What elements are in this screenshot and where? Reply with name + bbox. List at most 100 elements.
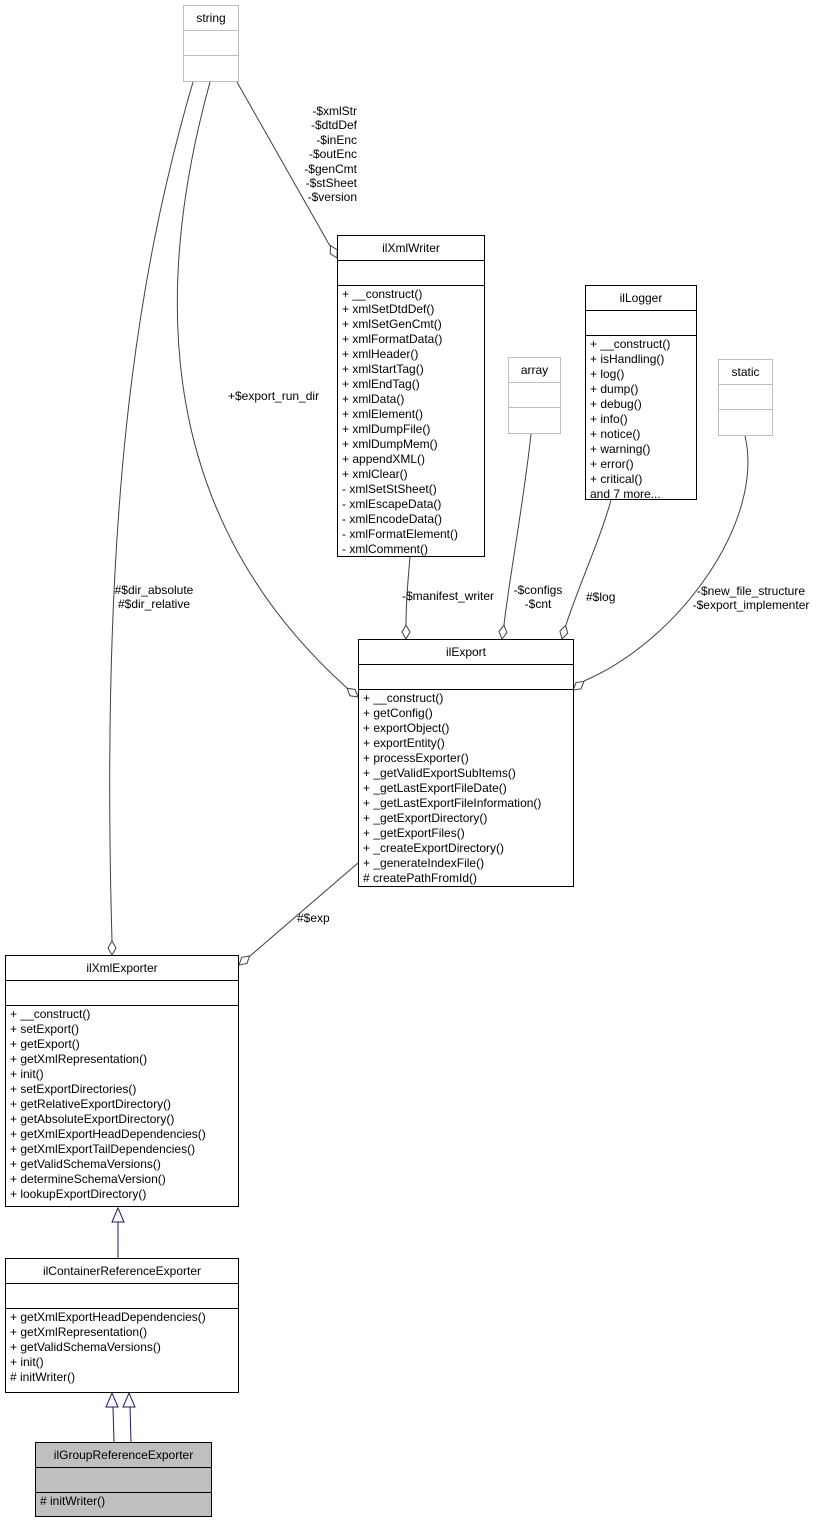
edge-ilxmlwriter-ilexport <box>405 556 411 626</box>
method-item: + _createExportDirectory() <box>363 841 505 855</box>
method-item: + getXmlRepresentation() <box>10 1052 148 1066</box>
class-illogger[interactable]: ilLogger + __construct()+ isHandling()+ … <box>585 285 697 503</box>
edge-label-exp: #$exp <box>297 911 330 925</box>
arrowhead-ilcontainer-2 <box>122 1391 136 1408</box>
method-item: + getXmlRepresentation() <box>10 1325 148 1339</box>
ilcontainerreferenceexporter-methods-compartment: + getXmlExportHeadDependencies()+ getXml… <box>6 1309 238 1386</box>
ilgroupreferenceexporter-methods-compartment: # initWriter() <box>36 1493 211 1510</box>
class-title-ilxmlwriter: ilXmlWriter <box>338 236 484 261</box>
array-attributes-compartment <box>509 383 560 408</box>
method-item: + getXmlExportHeadDependencies() <box>10 1127 206 1141</box>
class-ilcontainerreferenceexporter[interactable]: ilContainerReferenceExporter + getXmlExp… <box>5 1258 239 1393</box>
ilgroupreferenceexporter-attributes-compartment <box>36 1468 211 1493</box>
diamond-ilexport-left <box>346 687 359 698</box>
method-item: - xmlFormatElement() <box>342 527 459 541</box>
class-title-ilexport: ilExport <box>359 640 573 665</box>
class-title-illogger: ilLogger <box>586 286 696 311</box>
method-item: + getExport() <box>10 1037 80 1051</box>
method-item: + xmlElement() <box>342 407 424 421</box>
class-ilxmlwriter[interactable]: ilXmlWriter + __construct()+ xmlSetDtdDe… <box>337 235 485 557</box>
method-item: + processExporter() <box>363 751 469 765</box>
class-title-ilgroupreferenceexporter: ilGroupReferenceExporter <box>36 1443 211 1468</box>
illogger-methods-compartment: + __construct()+ isHandling()+ log()+ du… <box>586 336 696 503</box>
diamond-ilexport-top3 <box>559 624 569 640</box>
method-item: + xmlStartTag() <box>342 362 424 376</box>
method-item: + getValidSchemaVersions() <box>10 1340 161 1354</box>
class-ilexport[interactable]: ilExport + __construct()+ getConfig()+ e… <box>358 639 574 887</box>
ilxmlexporter-methods-compartment: + __construct()+ setExport()+ getExport(… <box>6 1006 238 1203</box>
static-attributes-compartment <box>719 385 772 410</box>
method-item: + debug() <box>590 397 642 411</box>
method-item: + log() <box>590 367 625 381</box>
edge-static-ilexport <box>583 435 749 682</box>
edge-label-configs-cnt: -$configs -$cnt <box>513 583 563 612</box>
method-item: - xmlSetStSheet() <box>342 482 437 496</box>
class-ilgroupreferenceexporter[interactable]: ilGroupReferenceExporter # initWriter() <box>35 1442 212 1517</box>
edge-ilexport-ilxmlexporter <box>249 862 359 957</box>
method-item: + xmlHeader() <box>342 347 419 361</box>
method-item: + notice() <box>590 427 641 441</box>
method-item: and 7 more... <box>590 487 661 501</box>
method-item: + xmlDumpMem() <box>342 437 438 451</box>
illogger-attributes-compartment <box>586 311 696 336</box>
method-item: # initWriter() <box>10 1370 76 1384</box>
edge-label-static-fields: -$new_file_structure -$export_implemente… <box>692 584 810 613</box>
method-item: + critical() <box>590 472 643 486</box>
class-string[interactable]: string <box>183 5 239 82</box>
string-methods-compartment <box>184 56 238 81</box>
ilexport-methods-compartment: + __construct()+ getConfig()+ exportObje… <box>359 690 573 887</box>
diamond-ilexport-top2 <box>498 624 508 640</box>
ilxmlwriter-attributes-compartment <box>338 261 484 286</box>
method-item: + xmlDumpFile() <box>342 422 431 436</box>
method-item: + __construct() <box>590 337 671 351</box>
method-item: + info() <box>590 412 628 426</box>
method-item: + appendXML() <box>342 452 426 466</box>
edge-string-ilxmlwriter <box>236 81 331 247</box>
method-item: + _getExportDirectory() <box>363 811 488 825</box>
class-ilxmlexporter[interactable]: ilXmlExporter + __construct()+ setExport… <box>5 955 239 1207</box>
arrowhead-ilcontainer-1 <box>105 1391 119 1408</box>
method-item: - xmlEncodeData() <box>342 512 443 526</box>
method-item: + lookupExportDirectory() <box>10 1187 147 1201</box>
class-array[interactable]: array <box>508 357 561 434</box>
class-title-array: array <box>509 358 560 383</box>
method-item: + warning() <box>590 442 651 456</box>
method-item: + xmlEndTag() <box>342 377 420 391</box>
method-item: # createPathFromId() <box>363 871 478 885</box>
class-title-ilxmlexporter: ilXmlExporter <box>6 956 238 981</box>
edge-label-xmlwriter-string-members: -$xmlStr -$dtdDef -$inEnc -$outEnc -$gen… <box>304 104 357 205</box>
edge-label-dir-fields: #$dir_absolute #$dir_relative <box>114 583 194 612</box>
method-item: + xmlClear() <box>342 467 408 481</box>
ilxmlexporter-attributes-compartment <box>6 981 238 1006</box>
method-item: + __construct() <box>342 287 423 301</box>
method-item: + determineSchemaVersion() <box>10 1172 166 1186</box>
array-methods-compartment <box>509 408 560 433</box>
method-item: + xmlData() <box>342 392 405 406</box>
edge-label-log: #$log <box>586 590 616 604</box>
method-item: + getXmlExportTailDependencies() <box>10 1142 196 1156</box>
method-item: + getAbsoluteExportDirectory() <box>10 1112 175 1126</box>
diamond-ilxmlexporter-right <box>238 955 251 966</box>
method-item: + init() <box>10 1067 44 1081</box>
class-title-string: string <box>184 6 238 31</box>
method-item: + __construct() <box>363 691 444 705</box>
method-item: # initWriter() <box>40 1494 106 1508</box>
edge-string-ilxmlexporter <box>109 81 194 942</box>
edge-label-manifest-writer: -$manifest_writer <box>402 589 495 603</box>
ilexport-attributes-compartment <box>359 665 573 690</box>
method-item: + setExport() <box>10 1022 80 1036</box>
method-item: + xmlSetDtdDef() <box>342 302 435 316</box>
method-item: + _getLastExportFileDate() <box>363 781 507 795</box>
edge-label-export-run-dir: +$export_run_dir <box>228 389 320 403</box>
class-static[interactable]: static <box>718 359 773 436</box>
method-item: + _getValidExportSubItems() <box>363 766 516 780</box>
edge-inherit-ilgroup-ilcontainer-2 <box>129 1406 132 1443</box>
edge-illogger-ilexport <box>565 499 612 626</box>
method-item: + init() <box>10 1355 44 1369</box>
method-item: + exportObject() <box>363 721 450 735</box>
method-item: + _generateIndexFile() <box>363 856 485 870</box>
string-attributes-compartment <box>184 31 238 56</box>
